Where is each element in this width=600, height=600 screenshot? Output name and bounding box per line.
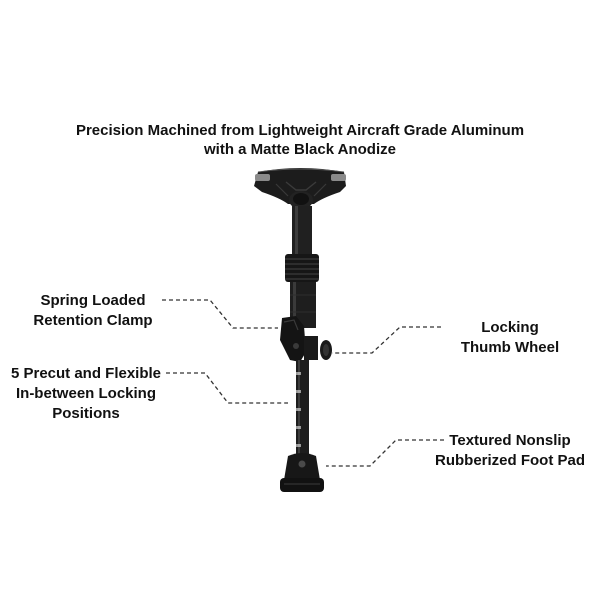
callout-locking-positions-line-1: 5 Precut and Flexible — [10, 365, 162, 382]
callout-locking-positions-line-3: Positions — [52, 405, 120, 422]
knurled-collar — [285, 254, 319, 282]
leader-line-spring-clamp — [162, 299, 278, 329]
headline-line-1: Precision Machined from Lightweight Airc… — [75, 122, 525, 139]
headline-line-2: with a Matte Black Anodize — [204, 141, 396, 158]
callout-thumb-wheel-line-1: Locking — [481, 319, 539, 336]
callout-thumb-wheel: Locking Thumb Wheel — [450, 318, 570, 358]
upper-tube — [292, 206, 312, 256]
callout-locking-positions: 5 Precut and Flexible In-between Locking… — [4, 364, 168, 424]
callout-foot-pad-line-2: Rubberized Foot Pad — [435, 452, 585, 469]
leader-line-locking-positions — [166, 372, 288, 404]
leader-lines — [162, 299, 444, 467]
callout-spring-clamp-line-1: Spring Loaded — [40, 292, 146, 309]
callout-spring-clamp: Spring Loaded Retention Clamp — [22, 291, 164, 331]
thumb-wheel — [304, 336, 332, 360]
callout-thumb-wheel-line-2: Thumb Wheel — [460, 339, 560, 356]
retention-clamp — [280, 316, 306, 362]
lower-leg — [296, 360, 309, 460]
callout-foot-pad-line-1: Textured Nonslip — [449, 432, 571, 449]
leader-line-thumb-wheel — [332, 326, 441, 354]
rubber-foot-pad — [280, 453, 324, 492]
mounting-plate — [254, 168, 346, 209]
callout-spring-clamp-line-2: Retention Clamp — [33, 312, 153, 329]
leader-line-foot-pad — [326, 439, 444, 467]
callout-foot-pad: Textured Nonslip Rubberized Foot Pad — [426, 431, 594, 471]
callout-locking-positions-line-2: In-between Locking — [15, 385, 156, 402]
